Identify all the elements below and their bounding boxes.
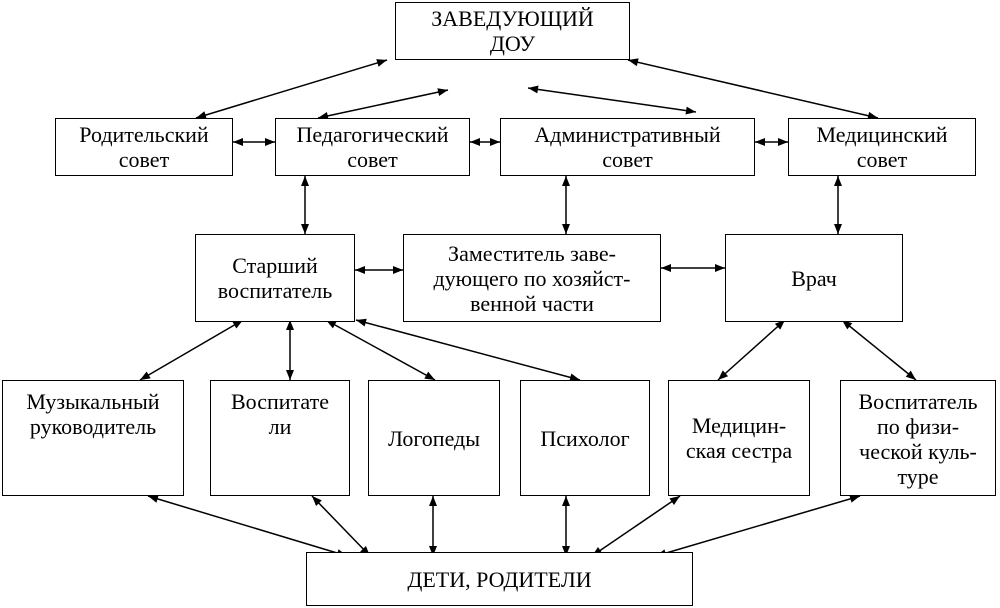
bidirectional-arrow-1 xyxy=(195,59,388,119)
node-parent-council: Родительский совет xyxy=(55,118,233,176)
node-psychologist: Психолог xyxy=(520,380,650,496)
node-ped-council: Педагогический совет xyxy=(275,118,470,176)
node-ped-council-label: Педагогический совет xyxy=(296,122,449,172)
bidirectional-arrow-19 xyxy=(147,495,348,557)
node-admin-council: Административный совет xyxy=(500,118,755,176)
node-music-director: Музыкальный руководитель xyxy=(2,380,184,496)
bidirectional-arrow-24 xyxy=(655,494,861,558)
node-deputy-household: Заместитель заве- дующего по хозяйст- ве… xyxy=(403,234,661,322)
node-head: ЗАВЕДУЮЩИЙ ДОУ xyxy=(395,2,630,60)
node-pe-educator-label: Воспитатель по физи- ческой куль- туре xyxy=(858,389,978,489)
node-doctor: Врач xyxy=(725,234,903,322)
node-doctor-label: Врач xyxy=(791,265,837,291)
bidirectional-arrow-15 xyxy=(325,319,436,381)
node-head-label: ЗАВЕДУЮЩИЙ ДОУ xyxy=(431,6,594,56)
node-parent-council-label: Родительский совет xyxy=(79,122,209,172)
node-speech-therapists: Логопеды xyxy=(368,380,500,496)
node-psychologist-label: Психолог xyxy=(540,425,630,451)
node-senior-educator: Старший воспитатель xyxy=(195,234,355,322)
node-educators-label: Воспитате ли xyxy=(231,389,329,439)
node-music-director-label: Музыкальный руководитель xyxy=(26,389,160,439)
bidirectional-arrow-20 xyxy=(311,495,371,557)
bidirectional-arrow-4 xyxy=(627,58,879,120)
node-pe-educator: Воспитатель по физи- ческой куль- туре xyxy=(840,380,996,496)
bidirectional-arrow-16 xyxy=(355,318,581,382)
node-children-parents: ДЕТИ, РОДИТЕЛИ xyxy=(306,552,693,606)
node-nurse: Медицин- ская сестра xyxy=(668,380,810,496)
bidirectional-arrow-13 xyxy=(139,319,244,381)
node-deputy-household-label: Заместитель заве- дующего по хозяйст- ве… xyxy=(433,240,631,316)
node-senior-educator-label: Старший воспитатель xyxy=(217,253,333,303)
node-admin-council-label: Административный совет xyxy=(534,122,721,172)
node-med-council-label: Медицинский совет xyxy=(816,122,948,172)
node-speech-therapists-label: Логопеды xyxy=(387,425,481,451)
bidirectional-arrow-17 xyxy=(717,319,786,381)
node-educators: Воспитате ли xyxy=(210,380,350,496)
bidirectional-arrow-23 xyxy=(591,495,681,557)
node-children-parents-label: ДЕТИ, РОДИТЕЛИ xyxy=(407,566,592,592)
connector-arrows xyxy=(139,58,917,558)
node-med-council: Медицинский совет xyxy=(788,118,976,176)
bidirectional-arrow-18 xyxy=(841,319,917,381)
bidirectional-arrow-3 xyxy=(527,85,697,115)
node-nurse-label: Медицин- ская сестра xyxy=(685,413,793,463)
bidirectional-arrow-2 xyxy=(317,88,449,120)
